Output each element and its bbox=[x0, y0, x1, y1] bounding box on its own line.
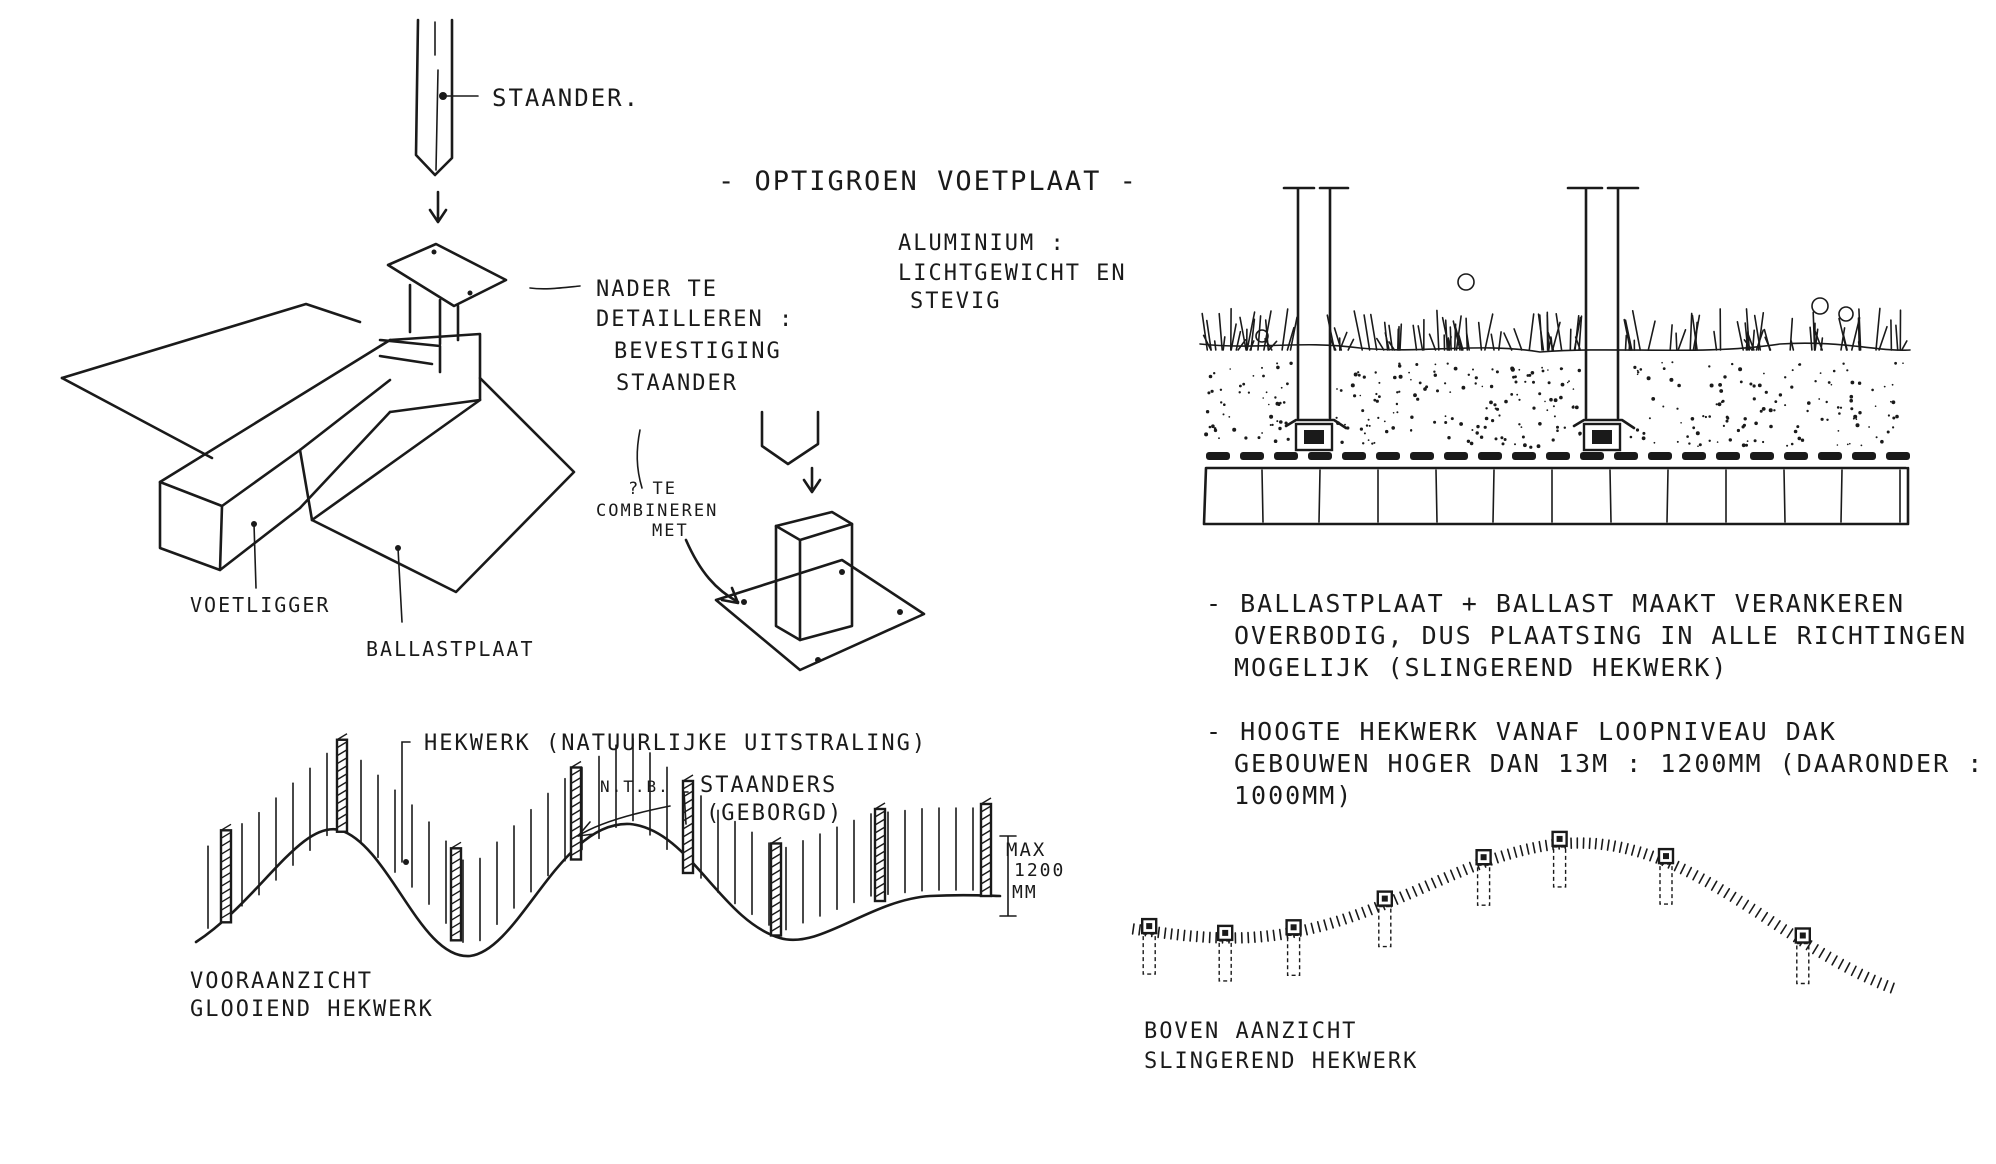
fence-posts bbox=[219, 733, 993, 942]
substrate-dots bbox=[1204, 361, 1904, 449]
detail-line-4: STAANDER bbox=[616, 371, 738, 396]
front-view-title-2: GLOOIEND HEKWERK bbox=[190, 997, 434, 1022]
material-line-2: LICHTGEWICHT EN bbox=[898, 261, 1127, 286]
sheet-title: - OPTIGROEN VOETPLAAT - bbox=[718, 166, 1138, 197]
fence-post bbox=[979, 802, 993, 898]
top-view-fence bbox=[1131, 830, 1895, 994]
fence-post bbox=[219, 829, 233, 924]
hekwerk-label: HEKWERK (NATUURLIJKE UITSTRALING) bbox=[424, 731, 927, 756]
roof-base-boxes bbox=[1261, 469, 1901, 523]
front-elevation-sketch bbox=[194, 733, 1017, 958]
staander-label: STAANDER. bbox=[492, 84, 640, 112]
note-1-line-2: OVERBODIG, DUS PLAATSING IN ALLE RICHTIN… bbox=[1234, 621, 1967, 650]
note-2-line-2: GEBOUWEN HOGER DAN 13M : 1200MM (DAAROND… bbox=[1234, 749, 1984, 778]
combine-line-3: MET bbox=[652, 521, 689, 541]
fence-post bbox=[873, 807, 887, 903]
fence-post bbox=[569, 766, 583, 861]
detail-line-2: DETAILLEREN : bbox=[596, 307, 794, 332]
note-1-line-1: - BALLASTPLAAT + BALLAST MAAKT VERANKERE… bbox=[1206, 589, 1905, 618]
fence-post bbox=[681, 779, 695, 875]
roof-pavers bbox=[1206, 452, 1910, 460]
detail-line-1: NADER TE bbox=[596, 277, 718, 302]
staanders-line-1: STAANDERS bbox=[700, 773, 837, 798]
detail-line-3: BEVESTIGING bbox=[614, 339, 782, 364]
material-line-1: ALUMINIUM : bbox=[898, 231, 1066, 256]
top-view-sketch bbox=[1131, 830, 1895, 994]
material-line-3: STEVIG bbox=[910, 289, 1001, 314]
isometric-footplate-sketch bbox=[60, 18, 581, 623]
combine-line-1: ? TE bbox=[628, 479, 677, 499]
combination-plate-sketch bbox=[636, 410, 926, 672]
fence-pickets bbox=[207, 737, 991, 943]
note-2-line-1: - HOOGTE HEKWERK VANAF LOOPNIVEAU DAK bbox=[1206, 717, 1837, 746]
top-view-title-2: SLINGEREND HEKWERK bbox=[1144, 1049, 1418, 1074]
top-view-title-1: BOVEN AANZICHT bbox=[1144, 1019, 1357, 1044]
ballastplaat-label: BALLASTPLAAT bbox=[366, 637, 535, 661]
note-2-line-3: 1000MM) bbox=[1234, 781, 1353, 810]
roof-section-sketch bbox=[1199, 186, 1911, 526]
staanders-line-2: (GEBORGD) bbox=[706, 801, 843, 826]
combine-line-2: COMBINEREN bbox=[596, 501, 718, 521]
voetligger-label: VOETLIGGER bbox=[190, 593, 330, 617]
fence-post bbox=[449, 847, 463, 942]
fence-post bbox=[335, 738, 349, 833]
note-1-line-3: MOGELIJK (SLINGEREND HEKWERK) bbox=[1234, 653, 1729, 682]
max-line-3: MM bbox=[1012, 882, 1038, 903]
vegetation bbox=[1201, 307, 1908, 351]
front-view-title-1: VOORAANZICHT bbox=[190, 969, 373, 994]
max-line-1: MAX bbox=[1006, 839, 1046, 861]
max-line-2: 1200 bbox=[1014, 860, 1065, 881]
fence-post bbox=[769, 842, 783, 937]
ntb-label: N.T.B. bbox=[600, 777, 670, 796]
labels: STAANDER. - OPTIGROEN VOETPLAAT - ALUMIN… bbox=[190, 84, 1984, 1074]
